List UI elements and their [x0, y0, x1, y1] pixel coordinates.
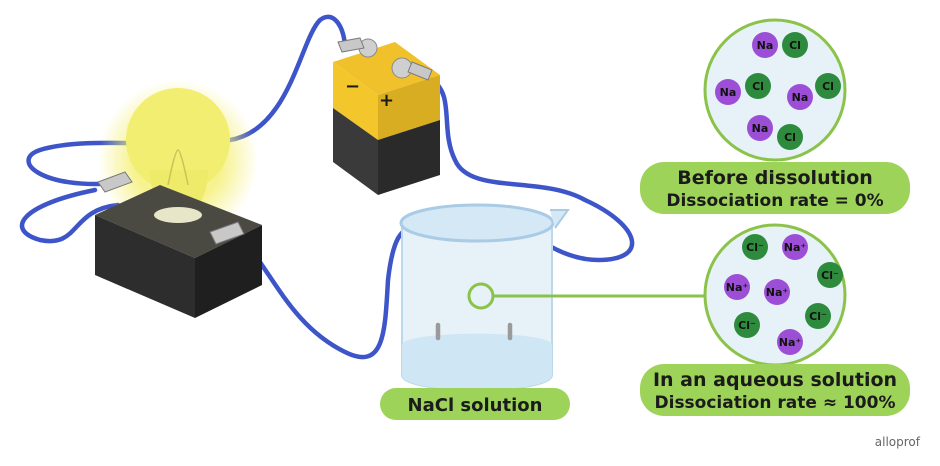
nacl-label: NaCl solution [380, 388, 570, 420]
sodium-atom: Na [787, 84, 813, 110]
chloride-ion-label: Cl⁻ [821, 269, 839, 282]
alligator-clips-battery [337, 37, 433, 81]
chlorine-atom-label: Cl [822, 80, 834, 93]
sodium-ion: Na⁺ [764, 279, 790, 305]
chlorine-atom-label: Cl [752, 80, 764, 93]
sodium-ion-label: Na⁺ [766, 286, 789, 299]
sodium-atom-label: Na [757, 39, 774, 52]
nacl-label-text: NaCl solution [408, 395, 543, 416]
chlorine-atom: Cl [782, 32, 808, 58]
aqueous-solution-panel: Cl⁻ Na⁺ Na⁺ Na⁺ Cl⁻ Cl⁻ Cl⁻ Na⁺ In an aqueous s… [640, 223, 910, 416]
chlorine-atom: Cl [815, 73, 841, 99]
chlorine-atom: Cl [745, 73, 771, 99]
before-rate: Dissociation rate = 0% [666, 191, 883, 211]
chloride-ion: Cl⁻ [817, 262, 843, 288]
chlorine-atom-label: Cl [784, 131, 796, 144]
chloride-ion-label: Cl⁻ [746, 241, 764, 254]
before-title: Before dissolution [677, 167, 873, 189]
aqueous-rate: Dissociation rate ≈ 100% [655, 393, 896, 413]
aqueous-title: In an aqueous solution [653, 369, 897, 391]
sodium-ion-label: Na⁺ [726, 281, 749, 294]
sodium-ion-label: Na⁺ [784, 241, 807, 254]
sodium-atom-label: Na [792, 91, 809, 104]
sodium-ion: Na⁺ [782, 234, 808, 260]
sodium-atom: Na [715, 79, 741, 105]
electrodes [435, 322, 513, 341]
sodium-atom: Na [752, 32, 778, 58]
alloprof-logo: alloprof [875, 435, 921, 449]
sodium-ion: Na⁺ [777, 329, 803, 355]
chloride-ion-label: Cl⁻ [809, 310, 827, 323]
sodium-atom-label: Na [752, 122, 769, 135]
alligator-clips-bulb [97, 171, 245, 245]
sodium-ion: Na⁺ [724, 274, 750, 300]
wire-bulb-left [19, 187, 121, 244]
chloride-ion: Cl⁻ [734, 312, 760, 338]
sodium-ion-label: Na⁺ [779, 336, 802, 349]
battery-plus-sign: + [379, 90, 394, 111]
chloride-ion: Cl⁻ [805, 303, 831, 329]
battery-terminal-plus [391, 57, 413, 79]
sodium-atom-label: Na [720, 86, 737, 99]
beaker [399, 203, 570, 391]
chlorine-atom: Cl [777, 124, 803, 150]
chloride-ion-label: Cl⁻ [738, 319, 756, 332]
battery-minus-sign: − [345, 76, 360, 97]
sodium-atom: Na [747, 115, 773, 141]
chlorine-atom-label: Cl [789, 39, 801, 52]
battery: − + [333, 38, 440, 195]
chloride-ion: Cl⁻ [742, 234, 768, 260]
